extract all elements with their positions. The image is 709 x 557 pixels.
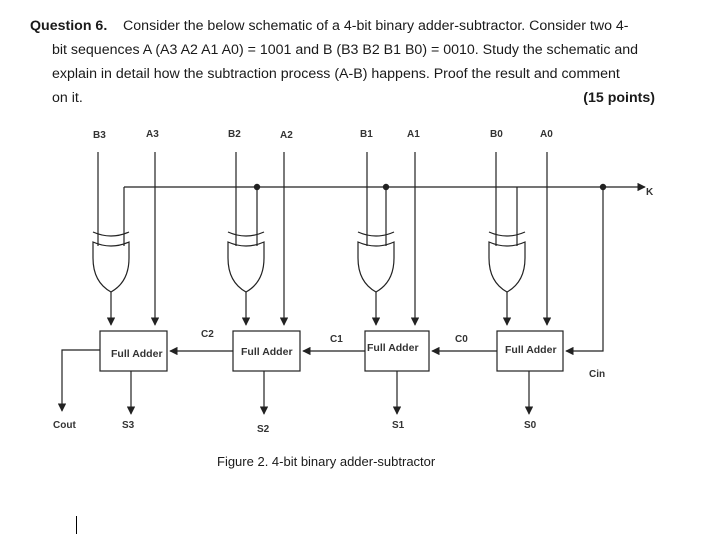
text-cursor [76,516,77,534]
xor-extra-curve [92,231,130,237]
question-line-3: explain in detail how the subtraction pr… [52,66,620,82]
question-line-1-text: Consider the below schematic of a 4-bit … [123,18,629,34]
label-c1: C1 [330,334,343,345]
question-line-1: Question 6. Consider the below schematic… [30,14,629,38]
label-cin: Cin [589,369,605,380]
label-cout: Cout [53,420,76,431]
label-s3: S3 [122,420,135,431]
label-a2: A2 [280,130,293,141]
full-adder-1-label: Full Adder [367,342,419,354]
full-adder-3-label: Full Adder [111,348,163,360]
label-s2: S2 [257,424,270,435]
xor-gate-0 [488,241,526,293]
label-b1: B1 [360,129,373,140]
full-adder-0-label: Full Adder [505,344,557,356]
figure-caption: Figure 2. 4-bit binary adder-subtractor [217,454,436,469]
question-line-4: on it. [52,90,83,106]
label-a3: A3 [146,129,159,140]
label-b0: B0 [490,129,503,140]
label-c2: C2 [201,329,214,340]
xor-gate-1 [357,241,395,293]
question-label: Question 6. [30,18,108,34]
stage-2 [169,152,301,415]
stage-0 [431,152,604,415]
stage-1 [302,152,430,415]
full-adder-3 [99,330,168,372]
label-b3: B3 [93,130,106,141]
label-s0: S0 [524,420,537,431]
full-adder-2-label: Full Adder [241,346,293,358]
label-b2: B2 [228,129,241,140]
label-c0: C0 [455,334,468,345]
question-line-2: bit sequences A (A3 A2 A1 A0) = 1001 and… [52,42,639,58]
label-s1: S1 [392,420,405,431]
label-a0: A0 [540,129,553,140]
label-k: K [646,187,654,198]
stage-3 [57,152,168,415]
cin-wire [565,187,604,356]
label-a1: A1 [407,129,420,140]
points-label: (15 points) [583,90,655,106]
cout-wire [57,349,100,412]
xor-gate-3 [92,241,130,293]
xor-gate-2 [227,241,265,293]
